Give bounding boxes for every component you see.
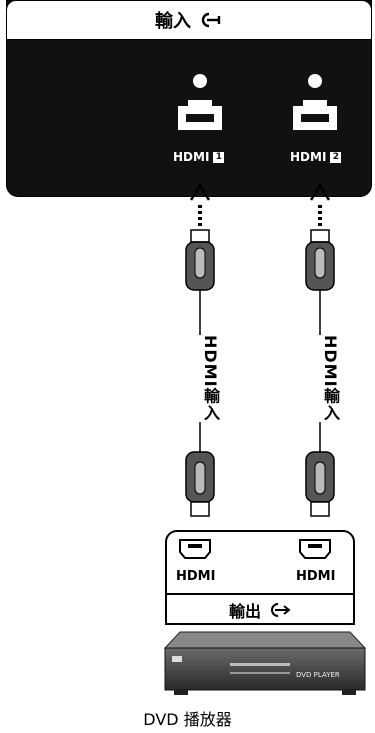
cable-1-bottom-connector-icon (185, 451, 215, 517)
dvd-hdmi-2-label: HDMI (296, 569, 336, 584)
cable-1-top-connector-icon (185, 229, 215, 291)
hdmi-port-2-icon (293, 74, 337, 130)
cable-2-top-connector-icon (305, 229, 335, 291)
dvd-panel-divider (165, 593, 355, 595)
cable-2-arrow-icon (309, 182, 331, 201)
input-panel-header: 輸入 (6, 0, 372, 40)
port-number-1: 1 (213, 151, 225, 163)
hdmi-port-1-icon (178, 74, 222, 130)
port-number-2: 2 (330, 151, 342, 163)
dvd-player-caption: DVD 播放器 (143, 710, 232, 729)
dvd-hdmi-1-label: HDMI (176, 569, 216, 584)
input-arrow-icon (201, 12, 221, 28)
dvd-player-badge: DVD PLAYER (296, 671, 340, 679)
cable-1-label: HDMI輸入 (198, 335, 222, 422)
cable-1-arrow-icon (189, 182, 211, 201)
dvd-hdmi-port-1-icon (179, 539, 211, 559)
hdmi-port-2-label: HDMI 2 (290, 150, 342, 164)
cable-diagram (185, 182, 335, 517)
output-arrow-icon (271, 602, 291, 617)
output-title: 輸出 (228, 601, 261, 621)
cable-2-bottom-connector-icon (305, 451, 335, 517)
hdmi-port-1-label: HDMI 1 (173, 150, 225, 164)
input-title: 輸入 (155, 11, 191, 32)
dvd-hdmi-port-2-icon (299, 539, 331, 559)
cable-2-label: HDMI輸入 (318, 335, 342, 422)
dvd-player-icon (163, 631, 367, 695)
output-label: 輸出 (165, 594, 355, 625)
